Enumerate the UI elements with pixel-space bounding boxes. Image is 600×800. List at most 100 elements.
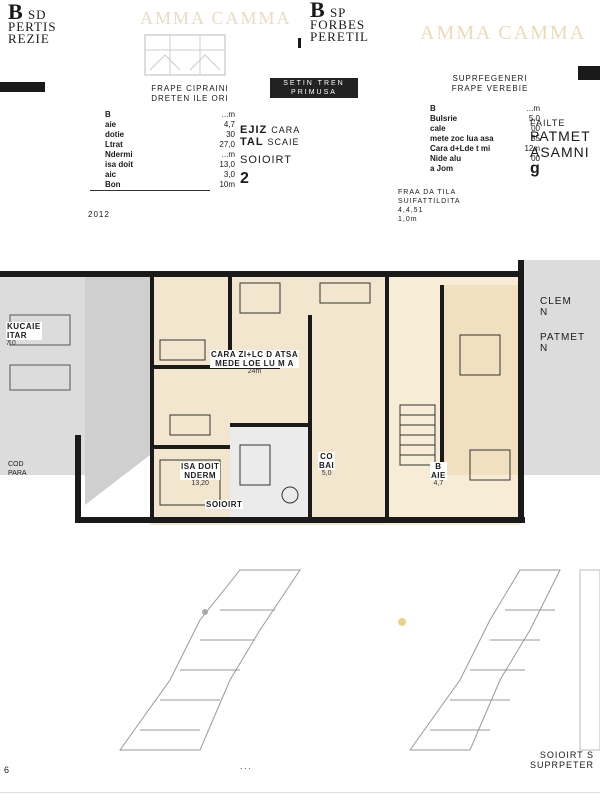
legend-center-label4: SCAIE <box>267 137 300 147</box>
brand-logo-right: B SP FORBES PERETIL <box>310 0 369 43</box>
subtitle-right: SUPRFEGENERI FRAPE VEREBIE <box>445 74 535 94</box>
footer-brand-2: SUPRPETER <box>530 760 595 770</box>
legend-left-row-value: 3,0 <box>223 170 235 179</box>
building-sketch-icon <box>144 34 226 76</box>
footer-rule <box>0 792 600 793</box>
bed-icon <box>159 459 221 506</box>
wall-north-left <box>0 271 150 277</box>
room-bath-area: 5,0 <box>321 470 332 477</box>
legend-right-note4: 1,0m <box>398 216 418 223</box>
right-dark-band <box>578 66 600 80</box>
legend-left-row-value: ...m <box>221 150 235 159</box>
legend-left-row-name: dotie <box>105 130 125 139</box>
subtitle-left: FRAPE CIPRAINI DRETEN ILE ORI <box>150 84 230 104</box>
header-ghost-title: AMMA CAMMA <box>140 8 292 28</box>
legend-left-row-name: B <box>105 110 111 119</box>
right-side-label-patmet: PATMET <box>540 332 586 343</box>
left-neighbour-block <box>0 275 85 475</box>
side-right-label4: g <box>530 160 540 177</box>
wall-int-8 <box>150 275 154 520</box>
stairs-icon <box>399 404 436 466</box>
legend-left-row-value: 13,0 <box>219 160 235 169</box>
legend-left-row-value: ...m <box>221 110 235 119</box>
subtitle-right-1: SUPRFEGENERI <box>452 74 528 83</box>
room-kitchen-label2: ITAR <box>6 331 42 340</box>
wall-int-4 <box>230 423 310 427</box>
legend-left-row-value: 27,0 <box>219 140 235 149</box>
legend-center-label3: TAL <box>240 136 264 148</box>
toilet-icon <box>281 486 299 504</box>
brand-right-line2: FORBES <box>310 17 366 32</box>
side-right-label3: ASAMNI <box>530 144 590 160</box>
left-side-label-cod: COD <box>8 461 24 468</box>
room-terrace-label2: AIE <box>430 471 447 480</box>
header-divider <box>298 38 301 48</box>
legend-right-row-name: Nide alu <box>430 154 462 163</box>
room-terrace-label: B <box>430 462 447 471</box>
brand-right-line1: SP <box>329 5 347 20</box>
terrace-floor <box>440 285 520 475</box>
legend-right-row-name: mete zoc lua asa <box>430 134 494 143</box>
elevation-sketches <box>119 569 600 751</box>
terrace-table-icon <box>459 334 501 376</box>
legend-right-row: Nide alu 00 <box>430 154 540 164</box>
legend-right-row: B...m <box>430 104 540 114</box>
left-side-label-para: PARA <box>8 470 27 477</box>
left-table-icon <box>9 364 71 391</box>
room-kitchen: KUCAIE ITAR 7,0 <box>6 322 42 347</box>
legend-right-row-name: Cara d+Lde t mi <box>430 144 491 153</box>
wall-west <box>75 435 81 523</box>
legend-left-row-name: isa doit <box>105 160 134 169</box>
legend-right-row: a Jom <box>430 164 540 174</box>
legend-right-row-value: 12m <box>524 144 540 153</box>
room-kitchen-area: 7,0 <box>6 340 16 347</box>
legend-center-label1: EJIZ <box>240 124 268 136</box>
bathtub-icon <box>239 444 271 486</box>
room-living-label2: MEDE LOE LU M A <box>210 359 300 368</box>
legend-center-label5: SOIOIRT <box>240 154 293 166</box>
left-wedge-block <box>85 275 150 505</box>
elevation-left-icon <box>119 569 301 751</box>
wall-int-5 <box>385 275 389 520</box>
legend-center-label2: CARA <box>271 125 301 135</box>
legend-right-row-name: Bulsrie <box>430 114 458 123</box>
legend-right-row-name: B <box>430 104 436 113</box>
room-living-label: CARA ZI+LC D ATSA <box>210 350 300 359</box>
brand-logo-left: B SD PERTIS REZIE <box>8 1 57 46</box>
legend-right-row-value: 00 <box>531 154 540 163</box>
right-side-label-n2: N <box>540 343 549 354</box>
elevation-right-icon <box>409 569 561 751</box>
desk-icon <box>169 414 211 436</box>
side-right-label2: PATMET <box>530 128 591 144</box>
room-living: CARA ZI+LC D ATSA MEDE LOE LU M A 24m <box>210 350 300 375</box>
brand-line3: REZIE <box>8 31 50 46</box>
legend-left-row-name: Bon <box>105 180 121 189</box>
legend-right-note2: SUIFATTILDITA <box>398 198 461 205</box>
brand-line1: SD <box>27 7 47 22</box>
footer-brand: SOIOIRT S SUPRPETER <box>530 750 594 770</box>
legend-left-footer: 2012 <box>88 210 110 219</box>
legend-right-row-name: a Jom <box>430 164 454 173</box>
room-hall-label: SOIOIRT <box>205 500 244 509</box>
legend-right-row: Cara d+Lde t mi 12m <box>430 144 540 154</box>
legend-left-row-value: 30 <box>226 130 235 139</box>
legend-left-row: dotie 30 <box>105 130 235 140</box>
room-bedroom: ISA DOIT NDERM 13,20 <box>180 462 221 487</box>
room-terrace: B AIE 4,7 <box>430 462 447 487</box>
marker-dot-right <box>398 618 406 626</box>
wall-int-7 <box>150 445 230 449</box>
left-side-labels: COD PARA <box>8 460 27 478</box>
legend-center: EJIZ CARA TAL SCAIE SOIOIRT 2 <box>240 124 300 188</box>
room-living-area: 24m <box>247 368 262 375</box>
subtitle-left-1: FRAPE CIPRAINI <box>151 84 229 93</box>
legend-left-row: isa doit 13,0 <box>105 160 235 170</box>
room-bath-label2: BAI <box>318 461 336 470</box>
right-side-label-n: N <box>540 307 549 318</box>
